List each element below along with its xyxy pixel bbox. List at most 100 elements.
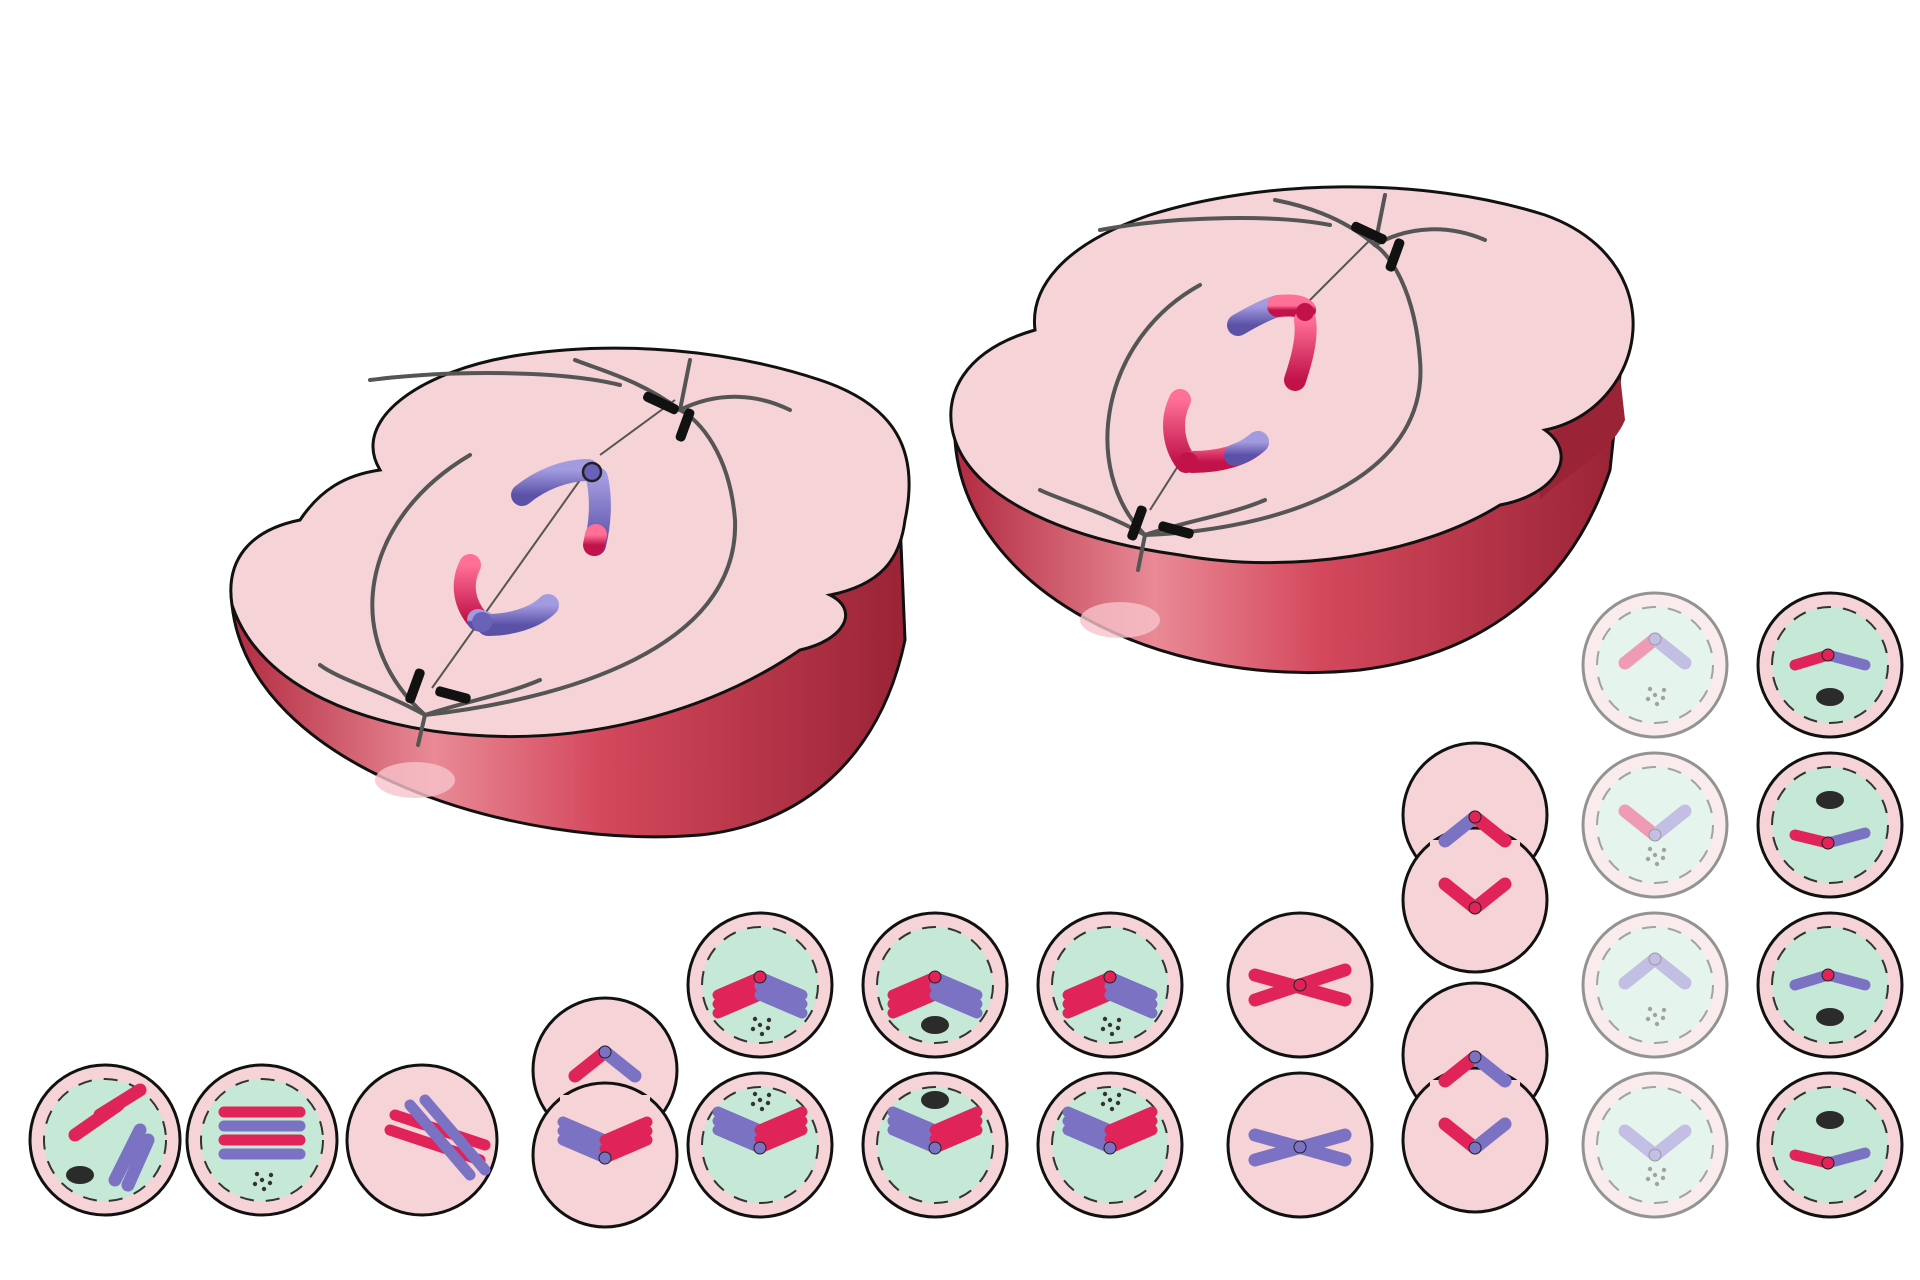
centromere bbox=[1468, 901, 1482, 915]
chromatid bbox=[599, 1125, 653, 1155]
centriole-bottom bbox=[1127, 505, 1194, 541]
nucleolus-dot bbox=[1102, 1091, 1108, 1097]
nucleolus bbox=[921, 1091, 949, 1109]
centromere bbox=[1468, 1141, 1482, 1155]
chromatid bbox=[754, 1115, 808, 1145]
nucleolus-dot bbox=[766, 1092, 772, 1098]
nucleolus-dot bbox=[1652, 1012, 1658, 1018]
centromere bbox=[1821, 1156, 1835, 1170]
chromatid bbox=[887, 980, 941, 1010]
chromatid bbox=[1648, 804, 1692, 842]
centromere bbox=[598, 1045, 612, 1059]
nucleolus-dot bbox=[1116, 1092, 1122, 1098]
centromere bbox=[928, 970, 942, 984]
nucleolus bbox=[66, 1166, 94, 1184]
stage-10 bbox=[1581, 591, 1729, 1219]
nucleolus-dot bbox=[1660, 695, 1666, 701]
spindle-fibers bbox=[318, 358, 792, 747]
chromatid bbox=[754, 980, 808, 1010]
stage-11 bbox=[1756, 591, 1904, 1219]
centromere bbox=[1103, 1141, 1117, 1155]
chromatid bbox=[404, 1099, 476, 1181]
nucleolus-dot bbox=[254, 1171, 260, 1177]
nucleolus bbox=[1816, 1008, 1844, 1026]
nucleolus-dot bbox=[757, 1022, 763, 1028]
chromatid bbox=[887, 1106, 941, 1136]
nuclear-envelope bbox=[1771, 926, 1889, 1044]
centromere bbox=[1468, 1050, 1482, 1064]
large-cell-right bbox=[949, 185, 1635, 675]
nucleolus-dot bbox=[1107, 1022, 1113, 1028]
nucleolus-dot bbox=[1647, 686, 1653, 692]
stage-9 bbox=[1401, 741, 1549, 1214]
chromatid bbox=[1618, 1124, 1662, 1162]
cell-membrane bbox=[1581, 1071, 1729, 1219]
nuclear-envelope bbox=[1771, 1086, 1889, 1204]
chromatid bbox=[1062, 1115, 1116, 1145]
chromatid bbox=[599, 1116, 653, 1146]
cell-membrane bbox=[1581, 911, 1729, 1059]
chromatid bbox=[1062, 1124, 1116, 1154]
nucleolus-dot bbox=[750, 1101, 756, 1107]
nucleolus-dot bbox=[1660, 855, 1666, 861]
nucleolus-dot bbox=[259, 1177, 265, 1183]
chromatid bbox=[929, 980, 983, 1010]
chromatid bbox=[1648, 952, 1692, 990]
chromatid bbox=[887, 1115, 941, 1145]
nucleolus bbox=[1816, 1111, 1844, 1129]
stage-8 bbox=[1226, 911, 1374, 1219]
nucleolus-dot bbox=[765, 1025, 771, 1031]
chromatid bbox=[712, 980, 766, 1010]
nuclear-envelope bbox=[1596, 926, 1714, 1044]
nucleolus-dot bbox=[752, 1091, 758, 1097]
centromere bbox=[1293, 978, 1307, 992]
centromere bbox=[1821, 968, 1835, 982]
nucleolus-dot bbox=[1652, 1172, 1658, 1178]
nuclear-envelope bbox=[1596, 1086, 1714, 1204]
nucleolus bbox=[1816, 791, 1844, 809]
nucleolus-dot bbox=[1647, 1006, 1653, 1012]
nucleolus-dot bbox=[1100, 1026, 1106, 1032]
nucleolus-dot bbox=[1661, 1007, 1667, 1013]
chromatid bbox=[754, 1124, 808, 1154]
stage-3 bbox=[345, 1063, 499, 1217]
chromatid bbox=[1618, 804, 1662, 842]
nucleolus-dot bbox=[268, 1172, 274, 1178]
centromere bbox=[1648, 952, 1662, 966]
wall-highlight bbox=[1080, 602, 1160, 638]
chromosome-lower bbox=[453, 554, 559, 636]
centromere bbox=[753, 970, 767, 984]
nucleolus-dot bbox=[1660, 1015, 1666, 1021]
chromatid bbox=[1618, 952, 1662, 990]
nucleolus-dot bbox=[1661, 847, 1667, 853]
nucleolus-dot bbox=[261, 1186, 267, 1192]
chromosome-upper bbox=[511, 459, 611, 556]
nucleolus-dot bbox=[1115, 1025, 1121, 1031]
nucleolus-dot bbox=[759, 1106, 765, 1112]
centromere bbox=[1821, 648, 1835, 662]
chromatid bbox=[929, 1124, 983, 1154]
nucleolus-dot bbox=[1102, 1016, 1108, 1022]
centriole-top bbox=[1350, 221, 1405, 272]
stage-7 bbox=[1036, 911, 1184, 1219]
chromatid bbox=[1104, 980, 1158, 1010]
centriole-bottom bbox=[405, 668, 471, 704]
nucleolus-dot bbox=[1661, 687, 1667, 693]
centriole-top bbox=[642, 391, 695, 442]
stage-1 bbox=[28, 1063, 182, 1217]
chromatid bbox=[1104, 1115, 1158, 1145]
chromatid bbox=[1104, 1106, 1158, 1136]
chromatid bbox=[754, 989, 808, 1019]
chromatid bbox=[1104, 971, 1158, 1001]
chromatid bbox=[419, 1094, 491, 1176]
nucleolus-dot bbox=[759, 1031, 765, 1037]
nucleolus-dot bbox=[1645, 1016, 1651, 1022]
chromatid bbox=[887, 989, 941, 1019]
nucleolus-dot bbox=[1661, 1167, 1667, 1173]
chromatid bbox=[1062, 980, 1116, 1010]
nucleolus-dot bbox=[752, 1016, 758, 1022]
chromatid bbox=[1618, 632, 1662, 670]
nucleolus-dot bbox=[1654, 1021, 1660, 1027]
